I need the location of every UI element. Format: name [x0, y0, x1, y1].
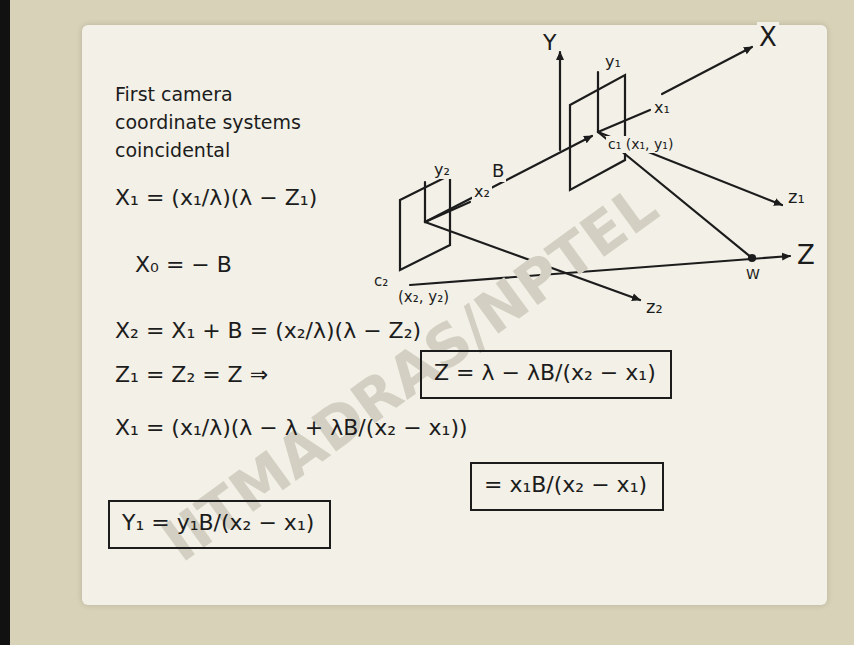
axis-label: y₁: [603, 52, 623, 71]
baseline-label: B: [490, 160, 506, 182]
result-box: Z = λ − λB/(x₂ − x₁): [420, 350, 672, 399]
result-box: Y₁ = y₁B/(x₂ − x₁): [108, 500, 331, 549]
axis-label: z₁: [786, 186, 807, 208]
baseline-arrow: [425, 136, 592, 222]
axis-label: Z: [795, 240, 817, 271]
boxed-equation: Z = λ − λB/(x₂ − x₁): [434, 360, 658, 386]
equation: X₀ = − B: [135, 252, 232, 278]
axis-label: y₂: [432, 160, 452, 179]
axis-label: x₁: [652, 98, 672, 117]
point-label: (x₂, y₂): [396, 288, 451, 306]
edge-strip: [0, 0, 10, 645]
boxed-equation: = x₁B/(x₂ − x₁): [484, 472, 650, 498]
equation: X₁ = (x₁/λ)(λ − λ + λB/(x₂ − x₁)): [115, 415, 468, 441]
equation: X₂ = X₁ + B = (x₂/λ)(λ − Z₂): [115, 318, 421, 344]
point-label: c₂: [372, 272, 390, 290]
y-axis: [559, 52, 561, 150]
x-axis: [662, 47, 752, 94]
result-box: = x₁B/(x₂ − x₁): [470, 462, 664, 511]
axis-label: X: [757, 22, 779, 53]
equation: X₁ = (x₁/λ)(λ − Z₁): [115, 185, 317, 211]
boxed-equation: Y₁ = y₁B/(x₂ − x₁): [122, 510, 317, 536]
y2-axis: [424, 182, 426, 222]
point-label: W: [744, 266, 762, 283]
axis-label: Y: [541, 30, 558, 56]
world-point: [749, 255, 755, 261]
y1-axis: [597, 72, 599, 132]
axis-label: z₂: [644, 296, 665, 318]
axis-label: x₂: [472, 182, 492, 201]
point-label: c₁ (x₁, y₁): [606, 136, 675, 153]
note-text: First camera coordinate systems coincide…: [115, 80, 305, 164]
equation: Z₁ = Z₂ = Z ⇒: [115, 362, 268, 388]
x1-axis: [598, 110, 650, 132]
